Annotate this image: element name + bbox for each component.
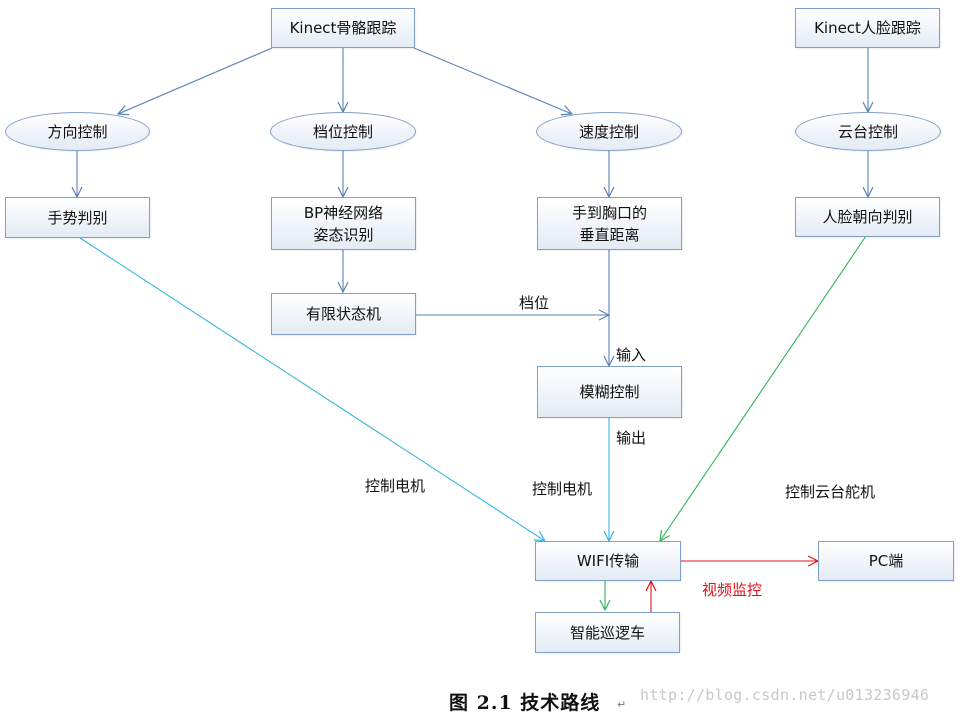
watermark-url: http://blog.csdn.net/u013236946 — [640, 686, 930, 704]
node-hand-chest-distance: 手到胸口的 垂直距离 — [537, 197, 682, 250]
figure-caption: 图 2.1 技术路线 — [449, 692, 601, 714]
paragraph-mark: ↵ — [617, 698, 627, 711]
edge-skeleton-to-speed — [413, 47, 572, 114]
label-video-monitor: 视频监控 — [702, 581, 763, 599]
edge-gesture-to-wifi — [79, 237, 545, 541]
node-direction-control: 方向控制 — [5, 112, 150, 151]
node-gesture-judge: 手势判别 — [5, 197, 150, 238]
node-bp-posture: BP神经网络 姿态识别 — [271, 197, 416, 250]
node-speed-control: 速度控制 — [536, 112, 682, 151]
label-control-motor-left: 控制电机 — [365, 477, 426, 495]
label-control-ptz-servo: 控制云台舵机 — [785, 483, 876, 501]
node-kinect-skeleton: Kinect骨骼跟踪 — [271, 8, 415, 48]
node-ptz-control: 云台控制 — [795, 112, 941, 151]
node-patrol-car: 智能巡逻车 — [535, 612, 680, 653]
label-control-motor-center: 控制电机 — [532, 480, 593, 498]
node-kinect-face: Kinect人脸跟踪 — [795, 8, 940, 48]
node-fsm: 有限状态机 — [271, 293, 416, 335]
node-fuzzy-control: 模糊控制 — [537, 366, 682, 418]
node-gear-control: 档位控制 — [270, 112, 416, 151]
label-gear: 档位 — [519, 294, 550, 312]
node-wifi: WIFI传输 — [535, 541, 681, 581]
edge-skeleton-to-direction — [118, 47, 273, 114]
node-face-orientation: 人脸朝向判别 — [795, 197, 940, 237]
edge-face-orientation-to-wifi — [660, 235, 867, 541]
label-output: 输出 — [616, 429, 647, 447]
label-input: 输入 — [616, 346, 647, 364]
node-pc: PC端 — [818, 541, 954, 581]
